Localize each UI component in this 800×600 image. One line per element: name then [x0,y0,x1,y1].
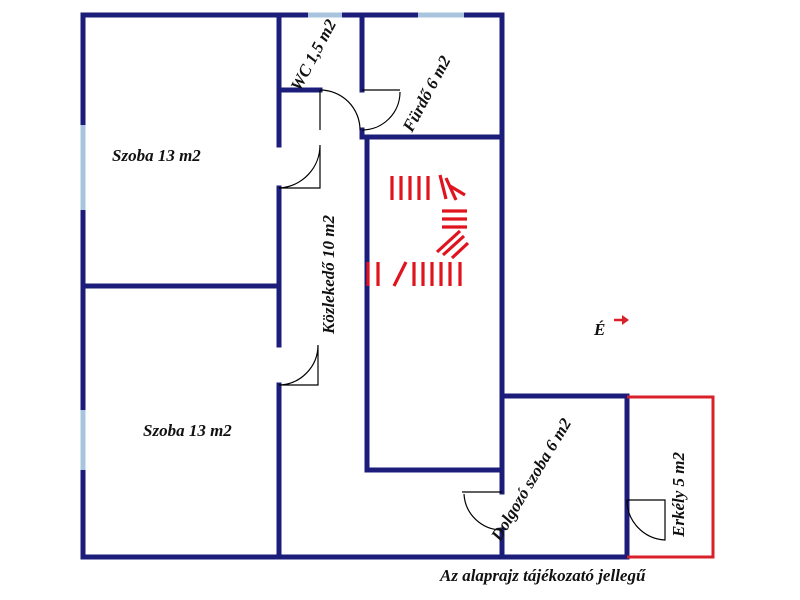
doors [278,89,666,541]
arrow-right-icon [614,315,629,325]
room-label-wc: WC 1,5 m2 [287,16,341,94]
room-label-room-bottom: Szoba 13 m2 [143,421,232,440]
compass-label: É [593,320,605,339]
room-label-balcony: Erkély 5 m2 [669,452,688,538]
room-label-bathroom: Fürdő 6 m2 [398,52,455,136]
disclaimer-note: Az alaprajz tájékozató jellegű [440,566,646,585]
windows [80,12,464,470]
compass: É [593,315,629,339]
balcony-outline [627,395,715,559]
staircase-symbol [366,174,470,287]
walls [80,12,630,560]
room-label-hallway: Közlekedő 10 m2 [319,215,338,335]
room-label-room-top: Szoba 13 m2 [112,146,201,165]
